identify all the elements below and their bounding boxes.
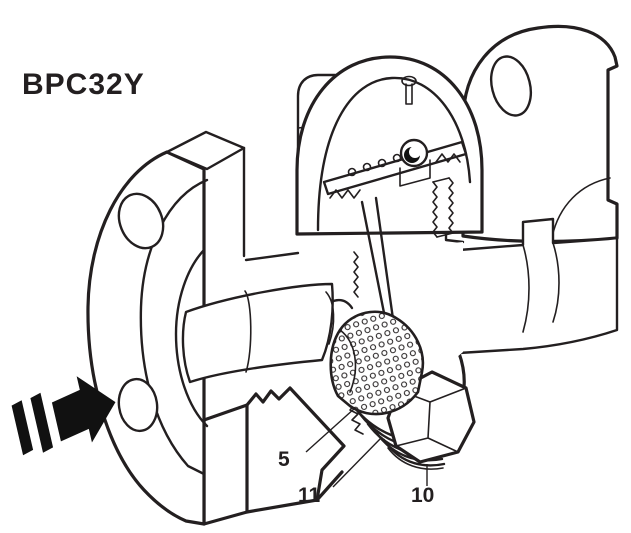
part-label-11: 11 <box>298 484 321 507</box>
part-label-10: 10 <box>411 484 435 507</box>
strainer-screen-mesh <box>329 310 425 416</box>
outlet-flange <box>444 24 619 244</box>
thermostatic-mechanism <box>322 138 468 330</box>
inlet-bore-tube <box>181 282 335 384</box>
strainer-assembly <box>329 310 476 470</box>
leader-line-5 <box>305 407 356 453</box>
flow-direction-arrow-icon <box>11 376 116 456</box>
model-label: BPC32Y <box>22 68 145 101</box>
part-label-5: 5 <box>278 448 290 471</box>
leader-line-11 <box>332 436 383 488</box>
inlet-flange <box>86 130 246 526</box>
strainer-gasket <box>382 438 446 470</box>
